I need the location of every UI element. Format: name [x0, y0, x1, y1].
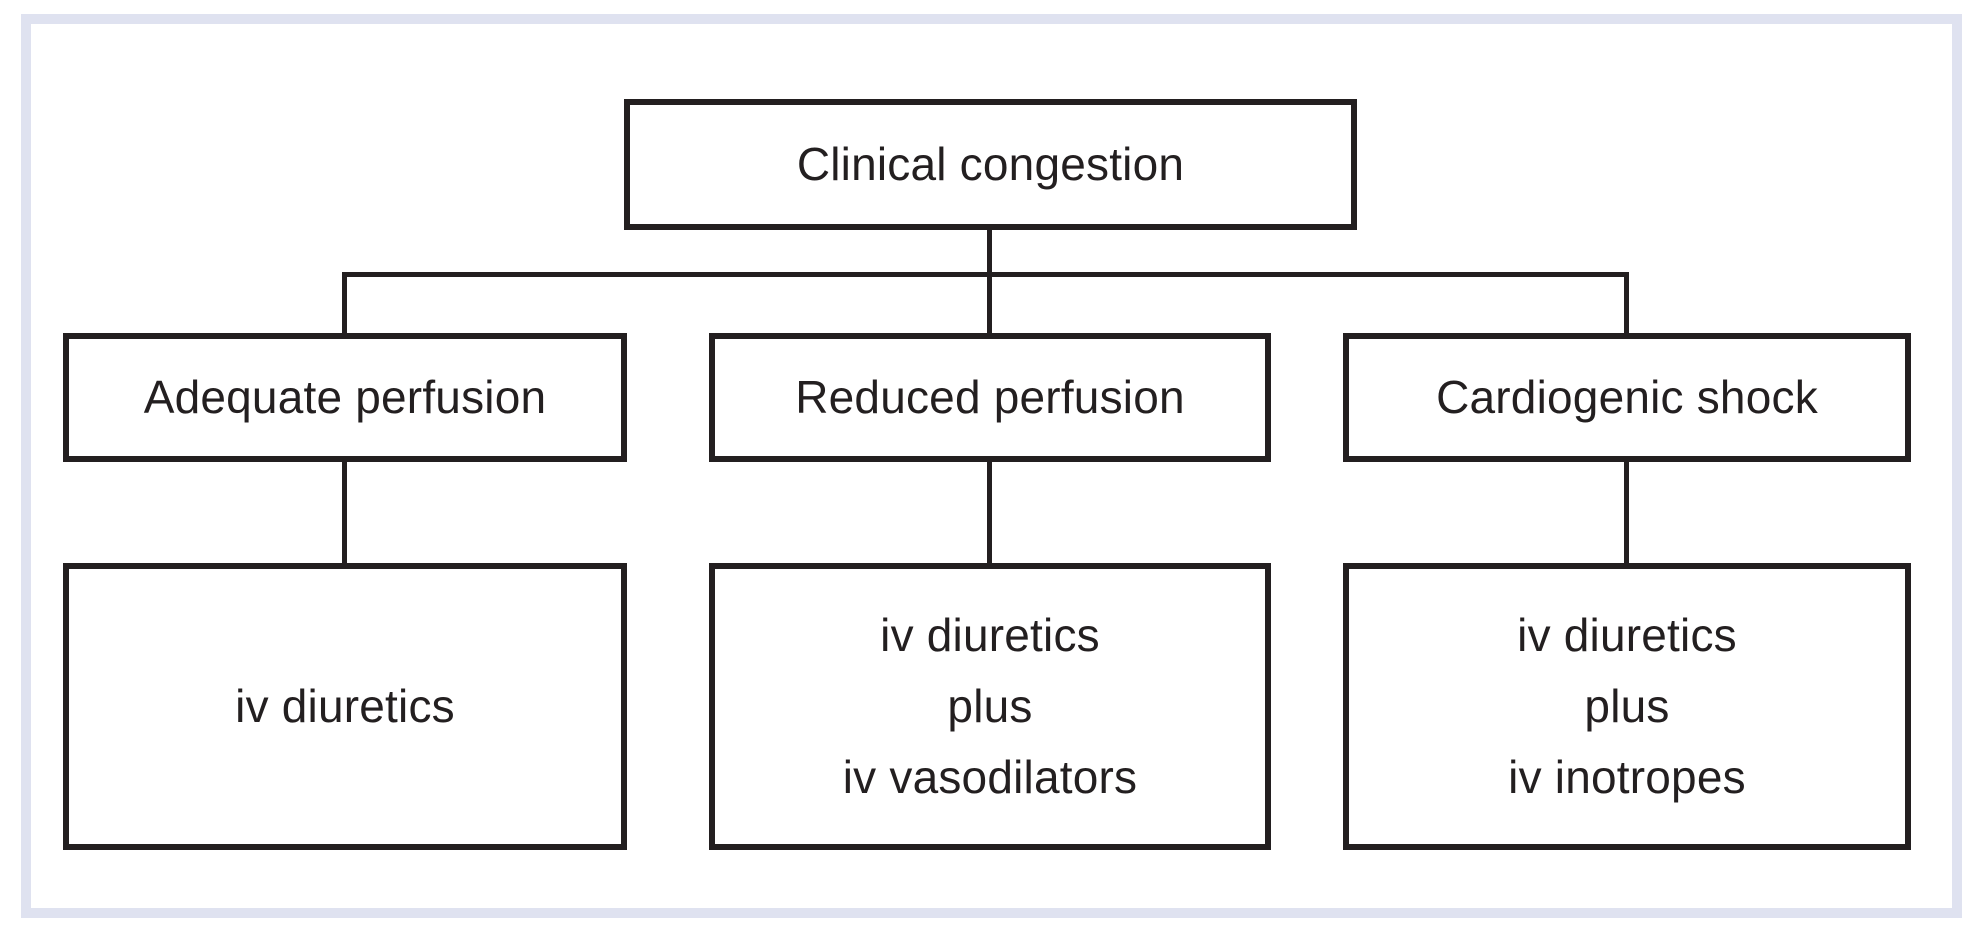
- treatment-line: iv diuretics: [235, 679, 455, 732]
- treatment-line: iv inotropes: [1508, 751, 1746, 804]
- node-label: Adequate perfusion: [143, 370, 547, 423]
- treatment-line: plus: [1584, 679, 1670, 732]
- treatment-line: iv diuretics: [880, 608, 1100, 661]
- node-treatment-shock: iv diuretics plus iv inotropes: [1343, 563, 1911, 850]
- connector-right-drop: [1624, 272, 1629, 333]
- node-treatment-adequate: iv diuretics: [63, 563, 627, 850]
- node-reduced-perfusion: Reduced perfusion: [709, 333, 1271, 462]
- connector-mid-treatment: [987, 462, 992, 563]
- connector-left-drop: [342, 272, 347, 333]
- node-label: Reduced perfusion: [795, 370, 1185, 423]
- treatment-line: plus: [947, 679, 1033, 732]
- node-label: Clinical congestion: [796, 137, 1185, 190]
- connector-root-stem: [987, 229, 992, 277]
- node-label: Cardiogenic shock: [1436, 370, 1818, 423]
- treatment-line: iv vasodilators: [842, 751, 1138, 804]
- node-adequate-perfusion: Adequate perfusion: [63, 333, 627, 462]
- connector-left-treatment: [342, 462, 347, 563]
- node-treatment-reduced: iv diuretics plus iv vasodilators: [709, 563, 1271, 850]
- treatment-line: iv diuretics: [1517, 608, 1737, 661]
- node-cardiogenic-shock: Cardiogenic shock: [1343, 333, 1911, 462]
- connector-right-treatment: [1624, 462, 1629, 563]
- connector-mid-drop: [987, 272, 992, 333]
- connector-horizontal-bar: [342, 272, 1629, 277]
- node-clinical-congestion: Clinical congestion: [624, 99, 1357, 230]
